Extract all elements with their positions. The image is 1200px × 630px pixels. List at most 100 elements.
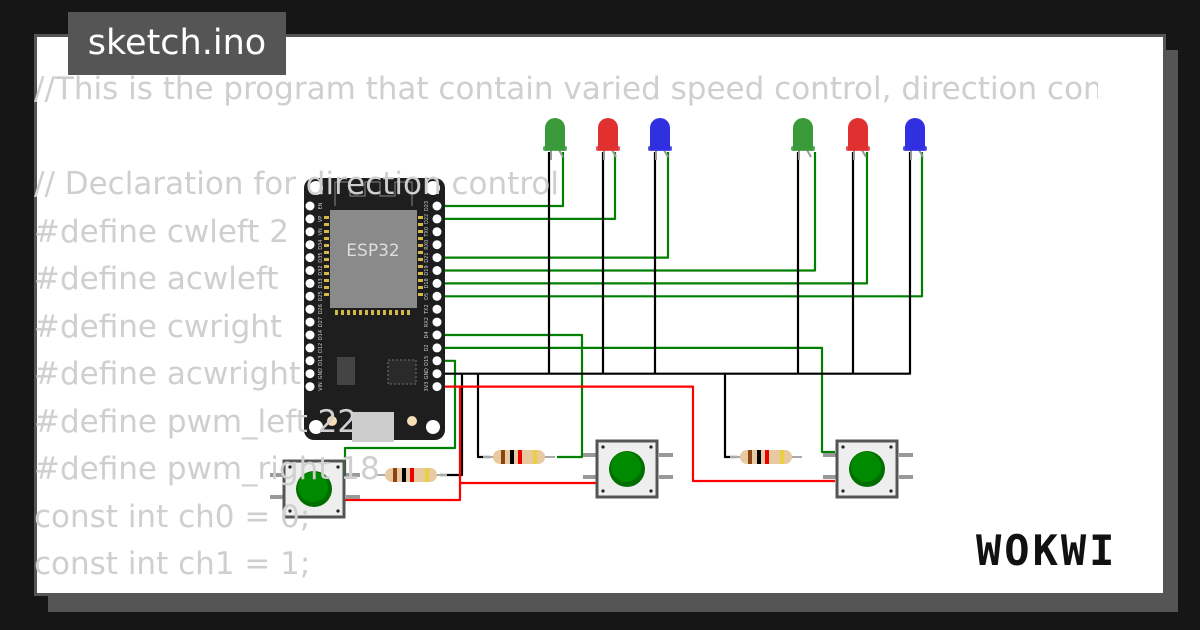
pushbutton[interactable] [583, 439, 673, 499]
button-pin [583, 453, 597, 457]
button-pin [899, 475, 913, 479]
mount-hole [309, 181, 323, 195]
button-pin [823, 453, 837, 457]
pin-left [305, 253, 315, 263]
module-pad [341, 310, 344, 315]
pin-label: D32 [318, 265, 324, 275]
ground-wire [440, 373, 464, 477]
pin-label: D34 [318, 240, 324, 250]
button-pin [823, 475, 837, 479]
module-pad [407, 310, 410, 315]
module-pad [418, 223, 423, 226]
pin-right [432, 330, 442, 340]
resistor-band [533, 450, 537, 464]
led-leg [798, 149, 812, 160]
button-pin [899, 453, 913, 457]
pin-label: D27 [318, 317, 324, 327]
pushbutton[interactable] [270, 459, 360, 519]
pin-label: 3V3 [424, 382, 430, 392]
led[interactable] [846, 118, 870, 160]
button-dot [649, 489, 653, 493]
module-pad [324, 286, 329, 289]
ground-wire [723, 373, 737, 459]
pin-right [432, 291, 442, 301]
led[interactable] [543, 118, 567, 160]
resistor[interactable] [375, 468, 447, 482]
pin-label: D26 [318, 304, 324, 314]
mount-hole [426, 420, 440, 434]
pin-right [432, 240, 442, 250]
module-pad [324, 237, 329, 240]
pushbutton[interactable] [823, 439, 913, 499]
button-pin [659, 475, 673, 479]
module-pad [418, 265, 423, 268]
mount-hole [309, 420, 323, 434]
module-pad [418, 272, 423, 275]
led-leg [655, 149, 669, 160]
pin-right [432, 201, 442, 211]
module-pad [418, 244, 423, 247]
pin-label: VIN [318, 382, 324, 391]
module-pad [324, 258, 329, 261]
pin-label: D22 [424, 214, 430, 224]
resistor-band [765, 450, 769, 464]
resistor-band [410, 468, 414, 482]
pin-left [305, 330, 315, 340]
module-pad [324, 272, 329, 275]
resistor-band [501, 450, 505, 464]
pin-label: D33 [318, 278, 324, 288]
antenna-icon [334, 181, 413, 206]
module-pad [359, 310, 362, 315]
en-button[interactable] [407, 416, 417, 426]
pin-left [305, 369, 315, 379]
pin-right [432, 253, 442, 263]
module-pad [418, 230, 423, 233]
file-title: sketch.ino [68, 12, 286, 75]
pin-left [305, 291, 315, 301]
module-pad [324, 216, 329, 219]
resistor-band [757, 450, 761, 464]
button-pin [270, 495, 284, 499]
power-wire [437, 385, 835, 483]
led-body [598, 118, 618, 150]
led[interactable] [791, 118, 815, 160]
module-pad [365, 310, 368, 315]
module-pad [324, 244, 329, 247]
button-cap-top [298, 472, 328, 502]
button-dot [336, 509, 340, 513]
pin-right [432, 266, 442, 275]
mount-hole [426, 181, 440, 195]
pin-label: GND [424, 368, 430, 380]
module-pad [324, 223, 329, 226]
pin-label: TX2 [424, 304, 430, 315]
resistor[interactable] [730, 450, 802, 464]
signal-wire [437, 152, 817, 272]
led[interactable] [596, 118, 620, 160]
module-pad [389, 310, 392, 315]
module-pad [353, 310, 356, 315]
signal-wire [437, 152, 670, 259]
module-pad [335, 310, 338, 315]
module-pad [418, 216, 423, 219]
usb-chip [387, 359, 417, 385]
button-dot [601, 445, 605, 449]
led-rim [791, 146, 815, 151]
resistor[interactable] [483, 450, 555, 464]
resistor-band [518, 450, 522, 464]
usb-port [352, 412, 394, 442]
module-pad [371, 310, 374, 315]
boot-button[interactable] [327, 416, 337, 426]
module-pad [324, 251, 329, 254]
button-dot [841, 489, 845, 493]
led-body [793, 118, 813, 150]
pin-label: GND [318, 368, 324, 380]
led[interactable] [903, 118, 927, 160]
led[interactable] [648, 118, 672, 160]
module-pad [324, 293, 329, 296]
wokwi-logo: WOKWI [976, 526, 1118, 575]
pin-label: RX2 [424, 317, 430, 327]
led-body [905, 118, 925, 150]
led-body [545, 118, 565, 150]
